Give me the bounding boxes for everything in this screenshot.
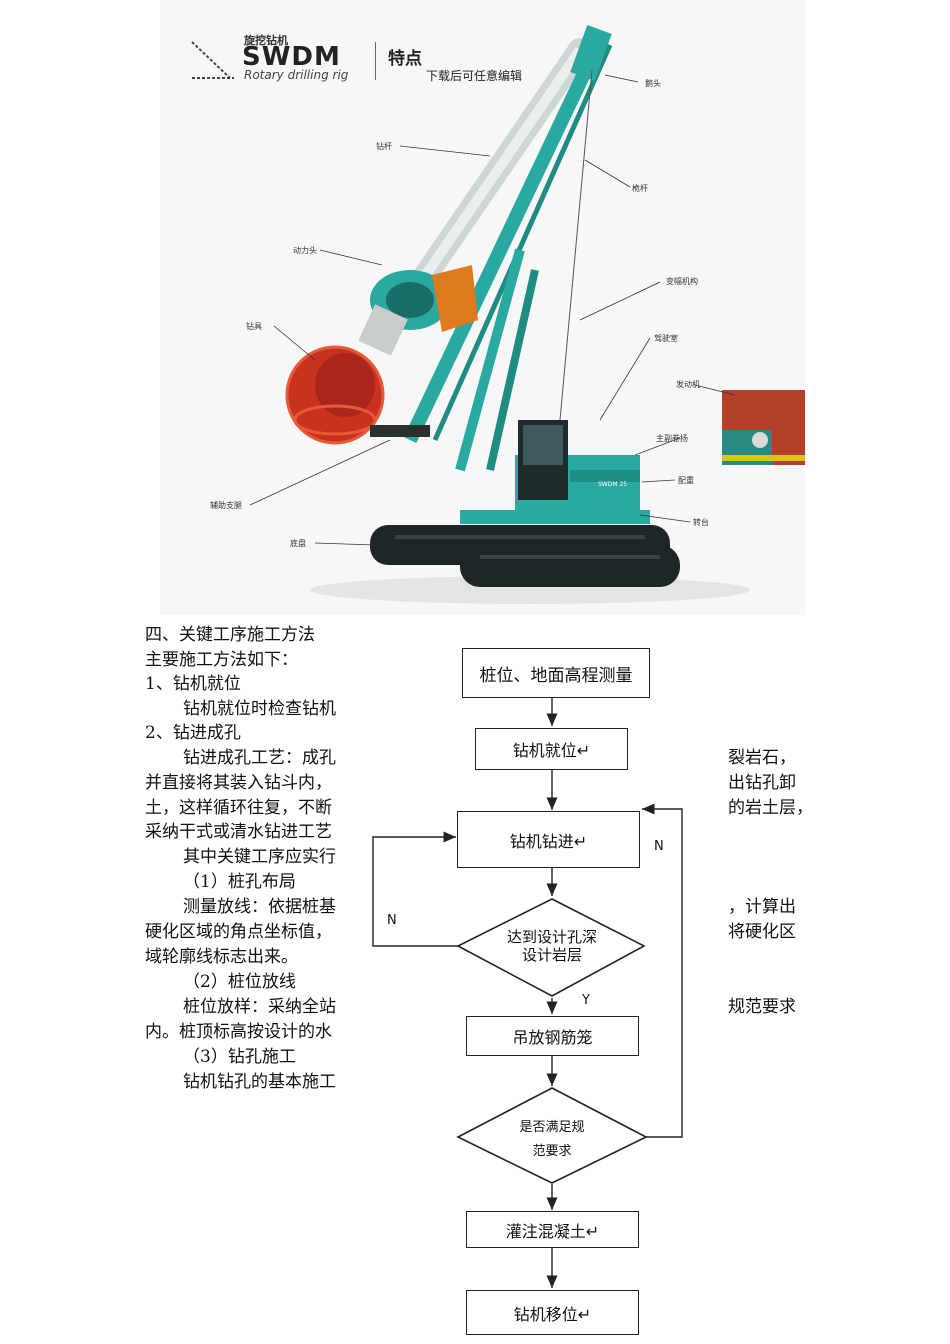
- flow-step-survey: 桩位、地面高程测量: [462, 648, 650, 698]
- part-label-winch: 主副卷扬: [656, 434, 688, 443]
- decision-spec-line1: 是否满足规: [519, 1120, 585, 1135]
- flow-step-rig-positioning: 钻机就位↵: [475, 728, 628, 770]
- flow-label-no-left: N: [387, 913, 397, 928]
- flow-step-rebar-cage: 吊放钢筋笼: [466, 1016, 639, 1056]
- part-label-counterweight: 配重: [678, 476, 694, 485]
- text-line: 采纳干式或清水钻进工艺: [145, 822, 332, 842]
- text-line: （1）桩孔布局: [183, 872, 296, 892]
- logo-brand: SWDM: [242, 42, 341, 72]
- text-line: 的岩土层，: [728, 798, 813, 818]
- text-line: 域轮廓线标志出来。: [145, 947, 298, 967]
- text-line: （3）钻孔施工: [183, 1047, 296, 1067]
- text-line: 钻机就位时检查钻机: [183, 699, 336, 719]
- text-line: 主要施工方法如下：: [145, 650, 298, 670]
- text-line: 硬化区域的角点坐标值，: [145, 922, 332, 942]
- text-line: 并直接将其装入钻斗内，: [145, 773, 332, 793]
- flow-decision-spec: 是否满足规 范要求: [492, 1116, 612, 1164]
- part-label-luffing: 变幅机构: [666, 277, 698, 286]
- text-line: 内。桩顶标高按设计的水: [145, 1022, 332, 1042]
- flow-label-no-right: N: [654, 839, 664, 854]
- flow-step-rig-relocation: 钻机移位↵: [466, 1290, 639, 1335]
- part-label-drill-tool: 钻具: [246, 322, 262, 331]
- edit-note: 下载后可任意编辑: [426, 69, 523, 83]
- text-line: 出钻孔卸: [728, 773, 796, 793]
- flow-step-pour-concrete: 灌注混凝土↵: [466, 1211, 639, 1248]
- logo-mark-icon: [191, 41, 234, 79]
- brochure-heading: 特点: [388, 49, 422, 69]
- decision-spec-line2: 范要求: [532, 1144, 572, 1159]
- logo-english-name: Rotary drilling rig: [244, 68, 349, 82]
- part-label-kelly-bar: 钻杆: [376, 142, 392, 151]
- rig-brochure-image: 旋挖钻机 SWDM Rotary drilling rig 特点 下载后可任意编…: [160, 0, 805, 615]
- text-line: 2、钻进成孔: [145, 723, 241, 743]
- text-line: 钻进成孔工艺：成孔: [183, 748, 336, 768]
- text-line: 其中关键工序应实行: [183, 847, 336, 867]
- text-line: （2）桩位放线: [183, 972, 296, 992]
- decision-depth-line2: 设计岩层: [521, 946, 582, 964]
- construction-flowchart: 桩位、地面高程测量 钻机就位↵ 钻机钻进↵ 达到设计孔深 设计岩层 吊放钢筋笼 …: [352, 628, 726, 1344]
- logo-divider: [375, 42, 376, 80]
- text-line: 桩位放样：采纳全站: [183, 997, 336, 1017]
- flow-label-yes: Y: [582, 993, 590, 1008]
- part-label-turntable: 转台: [693, 518, 709, 527]
- decision-depth-line1: 达到设计孔深: [506, 928, 597, 946]
- flow-step-drilling: 钻机钻进↵: [457, 811, 640, 868]
- part-label-cab: 驾驶室: [654, 334, 678, 343]
- text-line: 规范要求: [728, 997, 796, 1017]
- rotary-drilling-rig-illustration: SWDM 25: [249, 25, 805, 604]
- part-label-goose-head: 鹅头: [645, 79, 661, 88]
- flow-decision-depth: 达到设计孔深 设计岩层: [482, 928, 622, 964]
- section-heading: 四、关键工序施工方法: [145, 625, 315, 645]
- flowchart-connectors: [372, 697, 683, 1288]
- text-line: ，计算出: [728, 897, 796, 917]
- text-line: 将硬化区: [728, 922, 796, 942]
- svg-text:SWDM 25: SWDM 25: [598, 481, 627, 488]
- text-line: 钻机钻孔的基本施工: [183, 1072, 336, 1092]
- part-label-aux-leg: 辅助支腿: [210, 501, 242, 510]
- text-line: 土，这样循环往复，不断: [145, 798, 332, 818]
- part-label-mast: 桅杆: [632, 184, 648, 193]
- part-label-chassis: 底盘: [290, 539, 306, 548]
- part-label-engine: 发动机: [676, 380, 700, 389]
- text-line: 裂岩石，: [728, 748, 796, 768]
- text-line: 1、钻机就位: [145, 674, 241, 694]
- part-label-power-head: 动力头: [293, 246, 317, 255]
- text-line: 测量放线：依据桩基: [183, 897, 336, 917]
- logo-chinese-name: 旋挖钻机: [244, 34, 288, 47]
